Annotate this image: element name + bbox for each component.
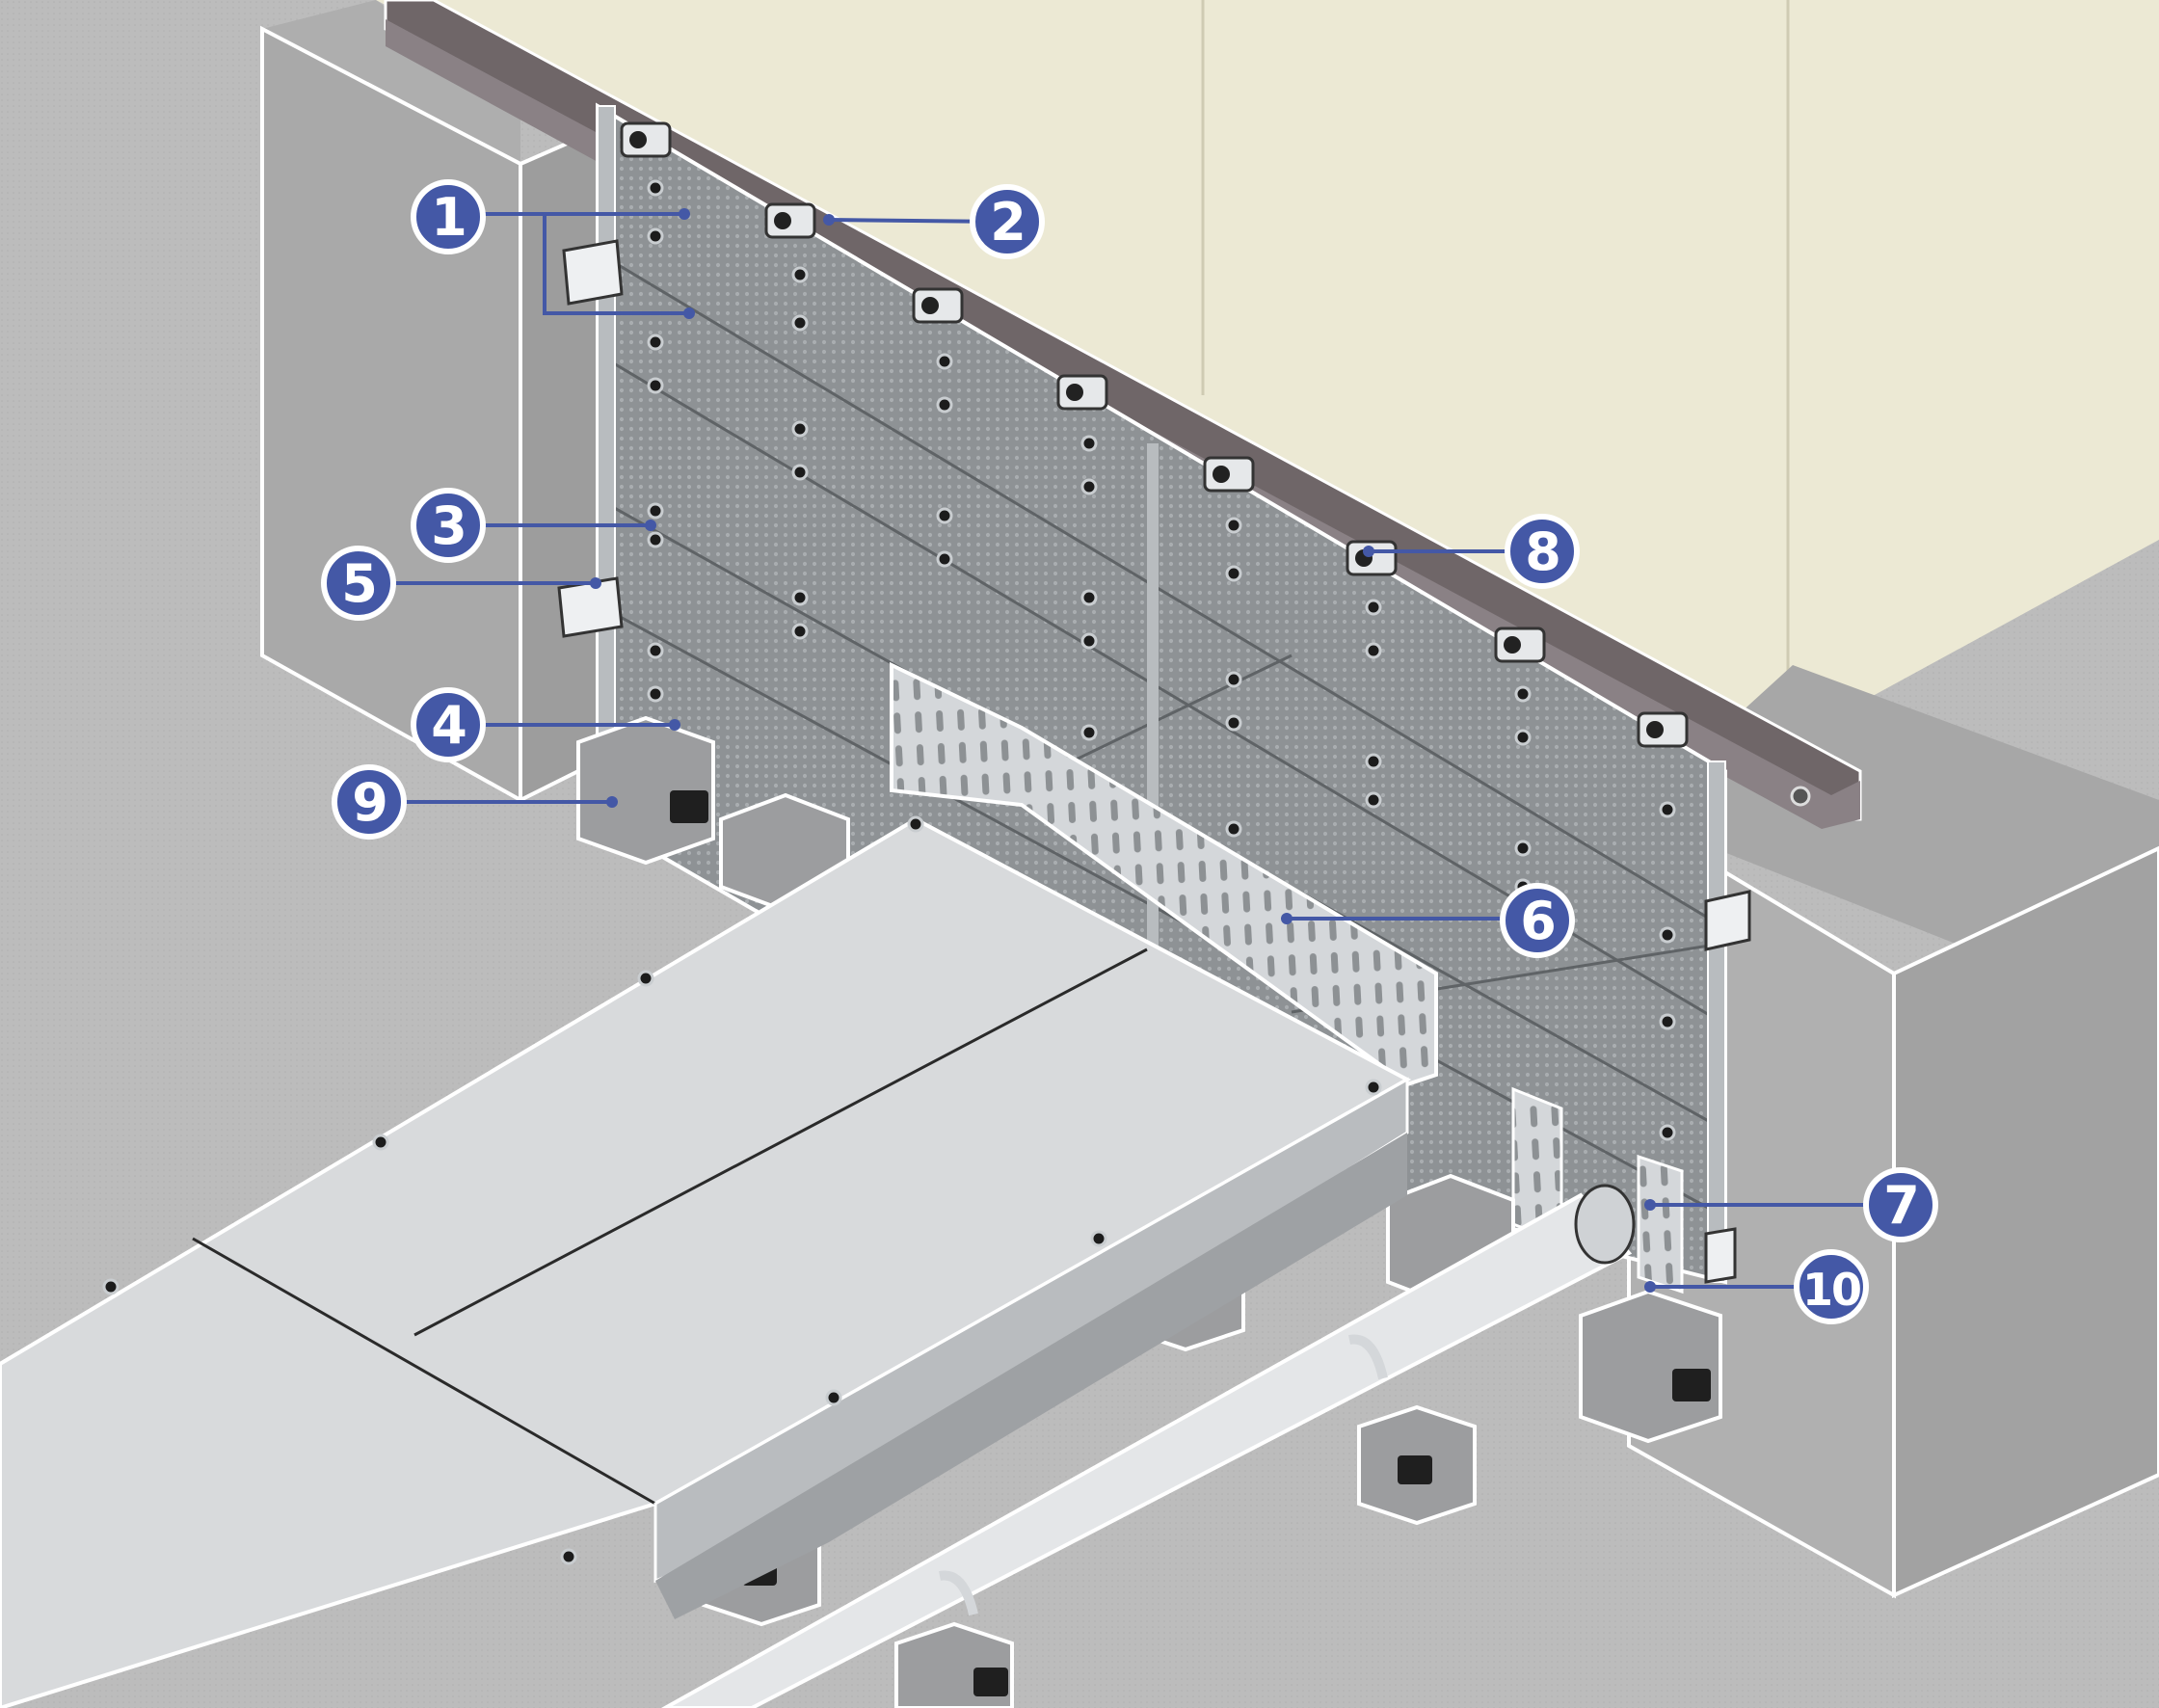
perforated-edge-strip (1707, 761, 1726, 1283)
tray-bolts (102, 815, 1382, 1565)
back-wall (376, 0, 2159, 742)
leader-dots (590, 208, 1656, 1293)
pipe-end (1574, 1184, 1636, 1265)
callout-label: 4 (431, 695, 466, 756)
callout-label: 5 (341, 553, 376, 614)
perforated-edge-strip (597, 105, 616, 801)
callout-label: 2 (990, 192, 1025, 253)
callout-label: 1 (431, 187, 466, 248)
pipe-clamps (939, 1334, 1388, 1616)
callout-6: 6 (1500, 883, 1575, 958)
callout-2: 2 (970, 184, 1045, 259)
callout-label: 7 (1883, 1175, 1918, 1236)
tray-joint (413, 947, 1148, 1337)
walkway-tray-underframe (655, 1133, 1407, 1619)
callout-1: 1 (411, 179, 486, 254)
callout-9: 9 (332, 764, 407, 840)
panel-screws (647, 179, 1676, 1141)
callout-label: 10 (1802, 1264, 1860, 1316)
callout-5: 5 (321, 546, 396, 621)
callout-label: 9 (352, 772, 386, 833)
callout-label: 6 (1520, 891, 1555, 951)
perforated-plate (1637, 1154, 1684, 1294)
left-pedestal-side (519, 126, 600, 804)
tray-joint (192, 1237, 656, 1506)
angle-brackets (557, 239, 1751, 1284)
leader-lines (361, 212, 1899, 1289)
right-pedestal-side (1892, 845, 2159, 1599)
perforated-cover-sheet (890, 661, 1438, 1087)
callout-4: 4 (411, 687, 486, 762)
callout-3: 3 (411, 488, 486, 563)
rail-bolt (1790, 786, 1811, 807)
callout-label: 3 (431, 495, 466, 556)
pipe-body (660, 1192, 1633, 1708)
callout-label: 8 (1525, 521, 1559, 582)
callout-10: 10 (1794, 1249, 1869, 1324)
callout-8: 8 (1505, 514, 1580, 589)
callout-7: 7 (1863, 1167, 1938, 1242)
